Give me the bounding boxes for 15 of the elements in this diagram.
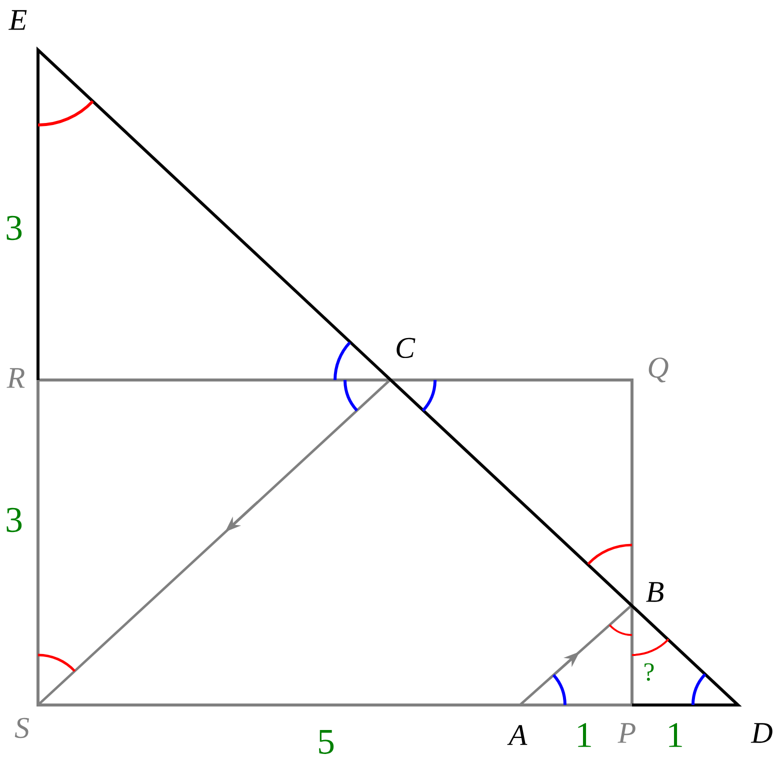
point-label: C (396, 338, 416, 358)
point-label: P (618, 723, 636, 743)
length-label: 5 (319, 730, 334, 754)
point-label: R (6, 368, 25, 388)
length-label: 3 (6, 216, 22, 240)
point-label: E (8, 10, 27, 30)
point-label: Q (648, 358, 668, 382)
length-label: 1 (669, 723, 682, 747)
length-label: 3 (6, 508, 22, 532)
point-label: B (646, 582, 664, 602)
point-label: S (14, 718, 30, 738)
point-label: A (507, 725, 528, 745)
angle-label: ? (644, 663, 654, 681)
point-label: D (750, 723, 772, 743)
length-label: 1 (578, 723, 591, 747)
